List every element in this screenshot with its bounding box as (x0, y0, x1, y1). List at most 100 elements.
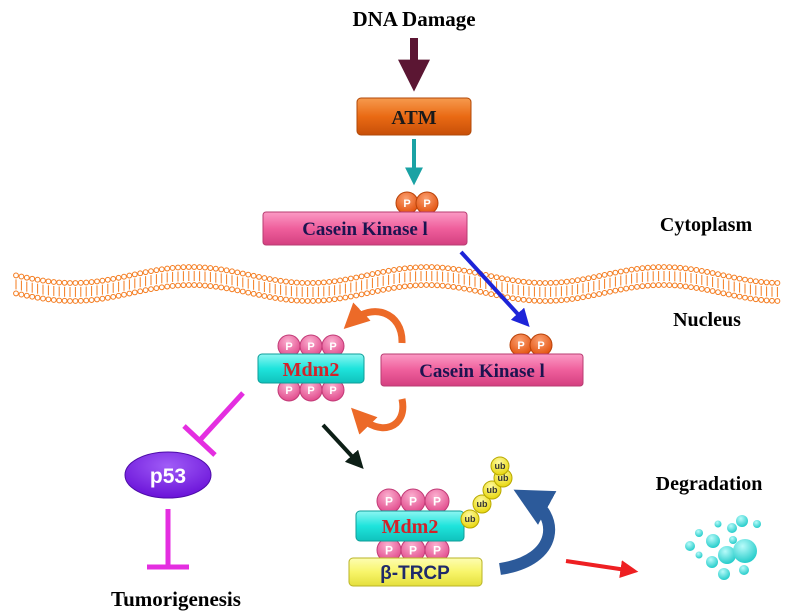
lipid-head (547, 298, 554, 304)
nucleus-label: Nucleus (673, 309, 741, 331)
ubiquitin-label: ub (477, 499, 488, 509)
lipid-head (266, 294, 273, 300)
cytoplasm-label: Cytoplasm (660, 214, 753, 236)
ck1-top-phospho: P P (395, 191, 439, 215)
lipid-head (688, 266, 694, 273)
lipid-head (245, 289, 252, 296)
lipid-head (607, 270, 613, 277)
lipid-head (769, 279, 775, 286)
casein-kinase-nuclear-node: Casein Kinase l (380, 353, 584, 387)
lipid-head (682, 265, 689, 272)
lipid-head (180, 282, 187, 289)
lipid-head (509, 277, 516, 284)
lipid-head (137, 288, 144, 295)
lipid-head (758, 297, 765, 303)
lipid-head (283, 296, 289, 303)
lipid-head (94, 296, 100, 303)
lipid-head (704, 287, 711, 293)
lipid-head (580, 276, 586, 283)
lipid-head (266, 276, 273, 282)
p53-label: p53 (150, 465, 186, 488)
lipid-head (617, 268, 624, 275)
tumorigenesis-label: Tumorigenesis (111, 587, 241, 611)
lipid-head (655, 264, 662, 270)
lipid-head (682, 283, 689, 290)
lipid-head (731, 274, 738, 281)
lipid-head (504, 276, 511, 283)
lipid-head (644, 282, 651, 289)
lipid-head (207, 283, 214, 289)
lipid-head (331, 278, 338, 285)
lipid-head (158, 266, 165, 273)
phospho-label: P (403, 198, 410, 210)
casein-kinase-top-node: Casein Kinase l (262, 211, 468, 246)
fragment-particle (718, 568, 730, 580)
lipid-head (590, 274, 597, 281)
lipid-head (153, 285, 160, 292)
lipid-head (720, 290, 727, 297)
fragment-particle (736, 515, 748, 527)
lipid-head (569, 296, 576, 302)
lipid-head (644, 264, 651, 271)
lipid-head (607, 288, 613, 295)
lipid-head (223, 267, 230, 274)
casein-kinase-top-label: Casein Kinase l (302, 219, 428, 240)
lipid-head (520, 278, 527, 285)
lipid-head (725, 291, 732, 298)
lipid-head (666, 264, 673, 271)
lipid-head (277, 277, 284, 284)
lipid-head (142, 269, 149, 276)
lipid-head (628, 284, 635, 291)
lipid-head (293, 279, 300, 286)
lipid-head (455, 284, 462, 291)
lipid-head (531, 297, 538, 304)
mdm2-box (257, 353, 365, 384)
ubiquitin-circle (460, 509, 480, 529)
lipid-head (758, 279, 765, 285)
lipid-head (623, 285, 630, 292)
phospho-label: P (307, 341, 314, 353)
lipid-head (499, 275, 505, 282)
lipid-head (634, 283, 640, 290)
lipid-head (434, 282, 441, 289)
ubiquitin-circle (472, 494, 492, 514)
lipid-head (661, 282, 667, 288)
degradation-label: Degradation (656, 473, 763, 495)
lipid-head (50, 279, 57, 285)
lipid-head (418, 264, 424, 271)
lipid-head (158, 284, 165, 291)
ubiquitin-label: ub (465, 514, 476, 524)
lipid-head (509, 295, 516, 302)
fragment-particle (695, 529, 703, 537)
lipid-head (526, 279, 532, 286)
lipid-head (466, 268, 473, 275)
mdm2-inhibits-p53 (182, 391, 245, 457)
ck1-nuclear-translocation-arrow (459, 250, 530, 327)
lipid-head (250, 272, 257, 279)
lipid-head (693, 285, 700, 291)
lipid-head (688, 284, 694, 291)
lipid-head (256, 291, 262, 298)
lipid-head (720, 272, 727, 279)
ubiquitin-label: ub (487, 485, 498, 495)
lipid-head (407, 282, 414, 289)
lipid-head (466, 286, 473, 293)
p53-inhibits-tumorigenesis (147, 509, 189, 570)
lipid-head (423, 282, 430, 288)
lipid-head (72, 298, 79, 304)
orange-curved-arrow-bottom (351, 398, 407, 435)
lipid-head (526, 297, 532, 304)
lipid-head (736, 293, 743, 300)
lipid-head (477, 288, 484, 295)
lipid-head (164, 283, 171, 290)
lipid-head (374, 288, 381, 294)
casein-kinase-nuclear-label: Casein Kinase l (419, 361, 545, 382)
lipid-head (536, 298, 543, 304)
lipid-head (434, 264, 441, 271)
lipid-head (553, 297, 559, 304)
lipid-head (88, 297, 95, 303)
lipid-head (563, 278, 570, 285)
lipid-head (83, 297, 90, 304)
lipid-head (391, 266, 397, 273)
lipid-head (752, 278, 759, 285)
